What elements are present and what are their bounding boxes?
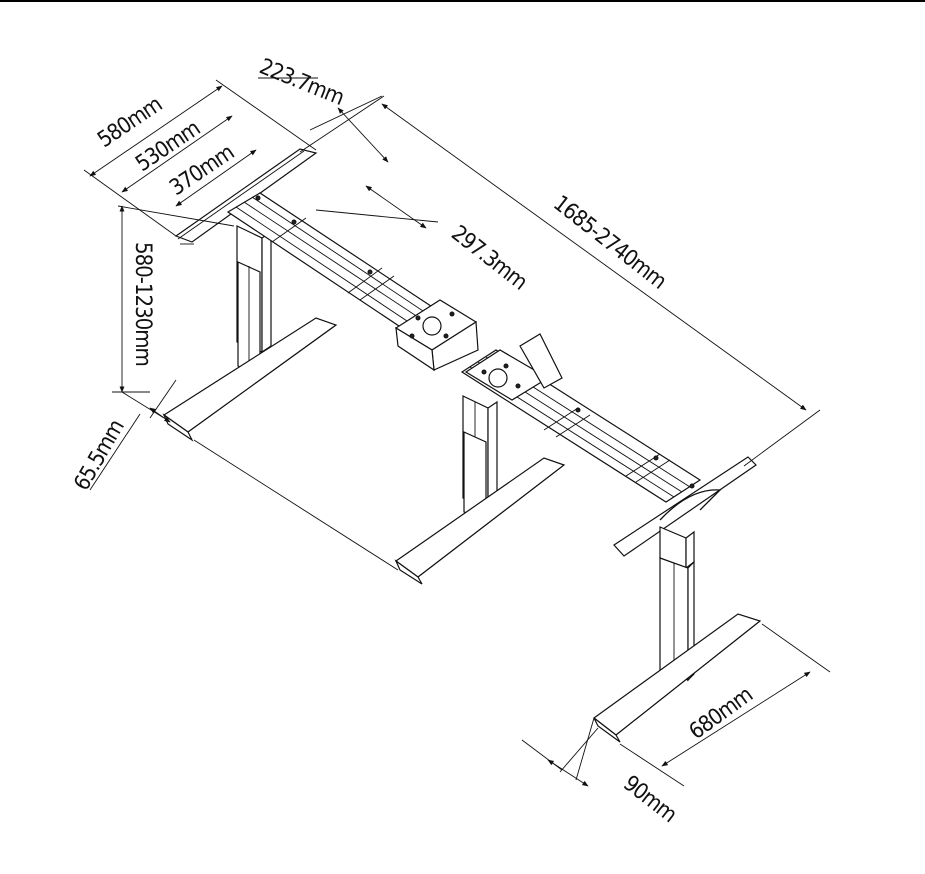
dim-65-5mm: 65.5mm — [70, 416, 130, 495]
dimension-lines — [83, 77, 831, 787]
right-top-plate — [613, 456, 757, 557]
left-leg — [162, 148, 338, 442]
dim-223-7mm: 223.7mm — [256, 54, 347, 110]
dim-297-3mm: 297.3mm — [446, 221, 531, 295]
dimension-labels: 580mm 530mm 370mm 223.7mm 297.3mm 1685-2… — [70, 54, 758, 827]
middle-leg — [394, 395, 566, 585]
dim-1685-2740mm: 1685-2740mm — [548, 191, 670, 294]
dim-580-1230mm: 580-1230mm — [130, 242, 155, 366]
dim-680mm: 680mm — [685, 683, 757, 745]
top-border — [0, 0, 925, 2]
dim-90mm: 90mm — [618, 771, 680, 827]
